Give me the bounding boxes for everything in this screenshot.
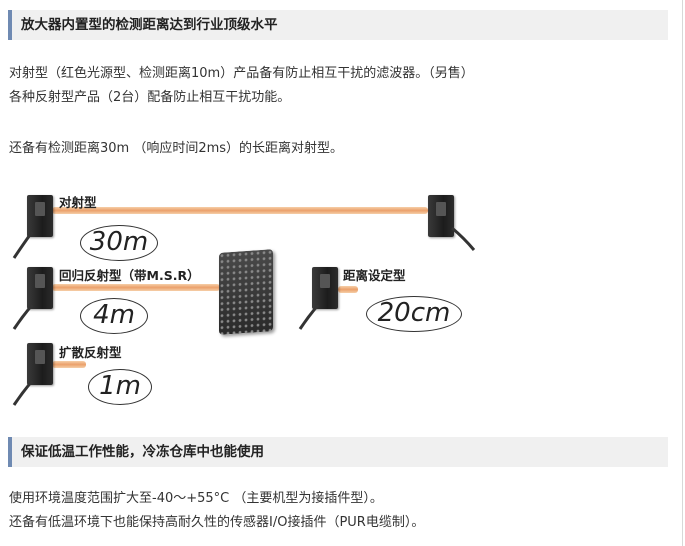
distance-settable-cable bbox=[298, 305, 320, 330]
through-beam-light bbox=[52, 207, 428, 214]
distance-settable-distance: 20cm bbox=[366, 296, 462, 332]
diffuse-reflective-label: 扩散反射型 bbox=[59, 345, 122, 360]
distance-settable-sensor bbox=[312, 267, 338, 309]
through-beam-label: 对射型 bbox=[59, 195, 97, 210]
diffuse-reflective-light bbox=[52, 361, 86, 368]
retro-reflective-sensor bbox=[27, 267, 53, 309]
paragraph-temperature-range: 使用环境温度范围扩大至-40～+55°C （主要机型为接插件型）。 bbox=[9, 491, 383, 506]
diffuse-reflective-sensor bbox=[27, 343, 53, 385]
through-beam-emitter-cable bbox=[12, 232, 34, 259]
retro-reflective-light bbox=[52, 284, 220, 291]
reflector-plate bbox=[219, 249, 273, 335]
paragraph-interference: 各种反射型产品（2台）配备防止相互干扰功能。 bbox=[9, 90, 291, 105]
through-beam-emitter bbox=[27, 195, 53, 237]
diffuse-reflective-cable bbox=[12, 381, 34, 406]
paragraph-filter: 对射型（红色光源型、检测距离10m）产品备有防止相互干扰的滤波器。（另售） bbox=[9, 66, 474, 81]
distance-settable-light bbox=[338, 286, 358, 293]
paragraph-connector: 还备有低温环境下也能保持高耐久性的传感器I/O接插件（PUR电缆制）。 bbox=[9, 515, 425, 530]
retro-reflective-distance: 4m bbox=[80, 298, 148, 334]
diffuse-reflective-distance: 1m bbox=[88, 369, 152, 405]
right-divider bbox=[682, 0, 683, 546]
distance-settable-label: 距离设定型 bbox=[343, 268, 406, 283]
retro-reflective-label: 回归反射型（带M.S.R） bbox=[59, 268, 200, 283]
paragraph-long-range: 还备有检测距离30m （响应时间2ms）的长距离对射型。 bbox=[9, 141, 344, 156]
through-beam-receiver bbox=[428, 195, 454, 237]
through-beam-receiver-cable bbox=[451, 226, 476, 251]
section-heading-low-temperature: 保证低温工作性能，冷冻仓库中也能使用 bbox=[8, 437, 668, 467]
through-beam-distance: 30m bbox=[80, 225, 158, 261]
section-heading-amplifier: 放大器内置型的检测距离达到行业顶级水平 bbox=[8, 10, 668, 40]
retro-reflective-cable bbox=[12, 305, 34, 330]
